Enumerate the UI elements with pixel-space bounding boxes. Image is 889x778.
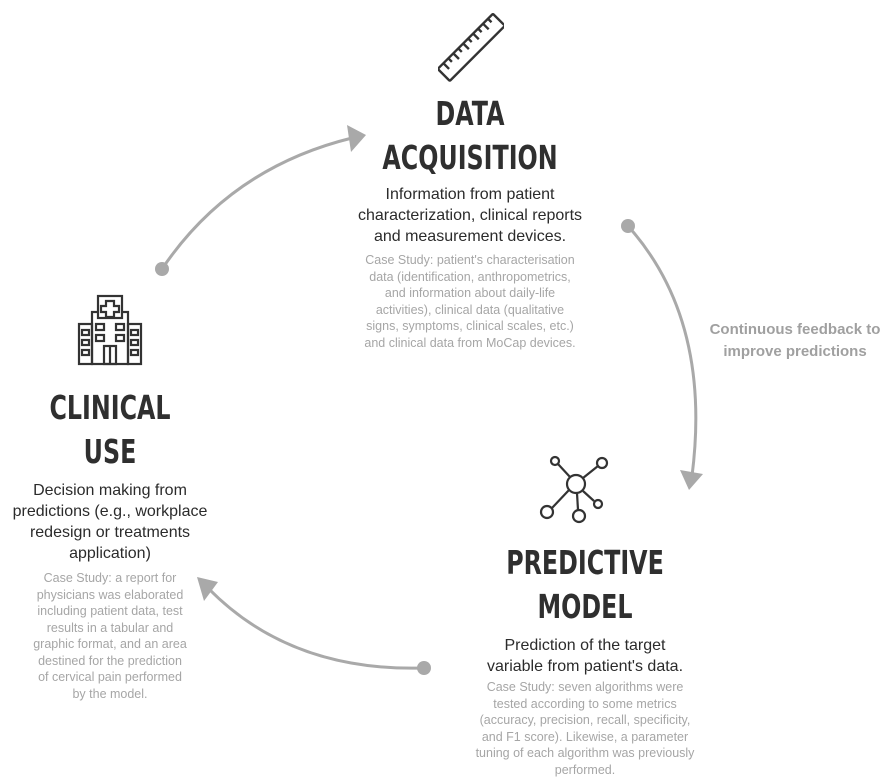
clinical-use-description-line1: Decision making from [4,480,216,501]
predictive-model-case-line4: and F1 score). Likewise, a parameter [430,729,740,746]
feedback-label: Continuous feedback to improve predictio… [700,319,889,363]
data-acquisition-case-line3: and information about daily-life [320,285,620,302]
data-acquisition-case-line5: signs, symptoms, clinical scales, etc.) [320,318,620,335]
data-acquisition-case-line2: data (identification, anthropometrics, [320,269,620,286]
predictive-model-case-line1: Case Study: seven algorithms were [430,679,740,696]
data-acquisition-title-line2: ACQUISITION [362,136,578,180]
data-acquisition-case-line1: Case Study: patient's characterisation [320,252,620,269]
clinical-use-case-line3: including patient data, test [4,603,216,620]
clinical-use-case-line7: of cervical pain performed [4,669,216,686]
arrow-data-to-model [621,219,703,490]
clinical-use-case-line2: physicians was elaborated [4,587,216,604]
predictive-model-case-line5: tuning of each algorithm was previously [430,745,740,762]
predictive-model-block: PREDICTIVE MODEL Prediction of the targe… [430,541,740,778]
clinical-use-block: CLINICAL USE Decision making from predic… [4,386,216,702]
hospital-icon [76,294,144,366]
clinical-use-description-line2: predictions (e.g., workplace [4,501,216,522]
predictive-model-case-line3: (accuracy, precision, recall, specificit… [430,712,740,729]
feedback-label-line2: improve predictions [700,341,889,363]
predictive-model-case-line2: tested according to some metrics [430,696,740,713]
predictive-model-title-line2: MODEL [473,585,696,629]
clinical-use-description-line3: redesign or treatments [4,522,216,543]
feedback-label-line1: Continuous feedback to [700,319,889,341]
clinical-use-case-line5: graphic format, and an area [4,636,216,653]
network-icon [538,452,614,524]
data-acquisition-description-line2: characterization, clinical reports [320,205,620,226]
clinical-use-title-line2: USE [34,430,187,474]
clinical-use-description-line4: application) [4,543,216,564]
predictive-model-title-line1: PREDICTIVE [473,541,696,585]
clinical-use-case-line1: Case Study: a report for [4,570,216,587]
clinical-use-case-line4: results in a tabular and [4,620,216,637]
predictive-model-description-line1: Prediction of the target [430,635,740,656]
data-acquisition-case-line4: activities), clinical data (qualitative [320,302,620,319]
clinical-use-case-line6: destined for the prediction [4,653,216,670]
ruler-icon [438,12,504,82]
data-acquisition-block: DATA ACQUISITION Information from patien… [320,92,620,351]
data-acquisition-description-line1: Information from patient [320,184,620,205]
data-acquisition-title-line1: DATA [362,92,578,136]
arrow-model-to-clinical [197,577,431,675]
clinical-use-case-line8: by the model. [4,686,216,703]
predictive-model-description-line2: variable from patient's data. [430,656,740,677]
predictive-model-case-line6: performed. [430,762,740,778]
data-acquisition-case-line6: and clinical data from MoCap devices. [320,335,620,352]
data-acquisition-description-line3: and measurement devices. [320,226,620,247]
clinical-use-title-line1: CLINICAL [34,386,187,430]
